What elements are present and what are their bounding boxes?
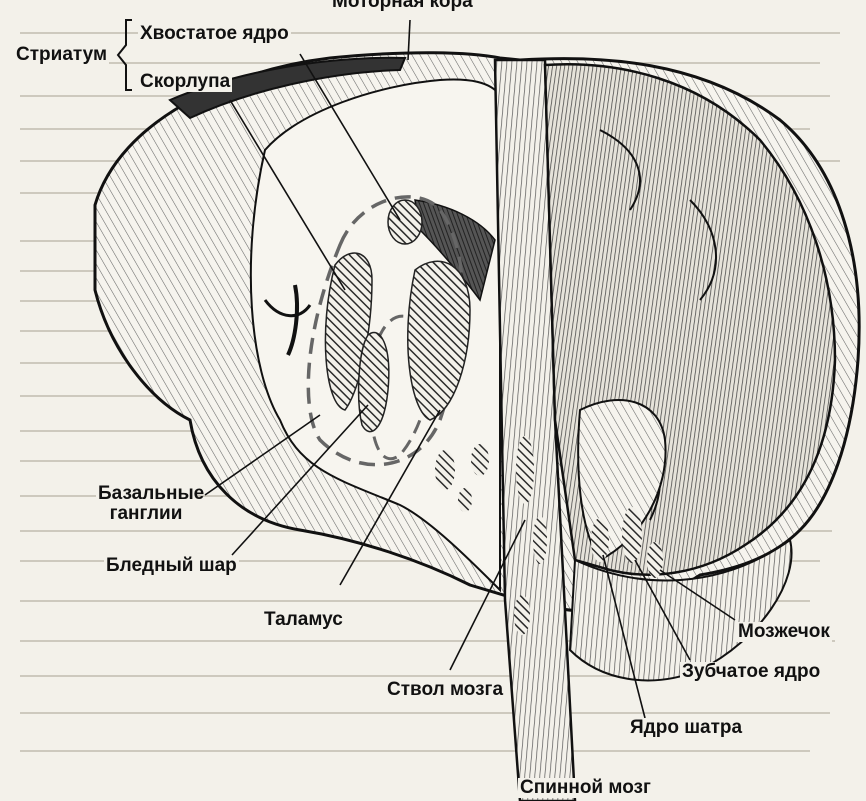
brainstem-nucleus	[514, 595, 530, 635]
label-brainstem: Ствол мозга	[385, 680, 505, 700]
brainstem-nucleus	[516, 436, 534, 504]
caudate-nucleus-shape	[388, 200, 422, 244]
small-nucleus	[435, 450, 455, 490]
label-caudate-nucleus: Хвостатое ядро	[138, 24, 291, 44]
label-cerebellum: Мозжечок	[736, 622, 832, 642]
label-globus-pallidus: Бледный шар	[104, 556, 239, 576]
brainstem-nucleus	[533, 516, 547, 564]
label-thalamus: Таламус	[262, 610, 345, 630]
cerebellar-nucleus	[647, 542, 663, 578]
label-spinal-cord: Спинной мозг	[518, 778, 653, 798]
fastigial-nucleus-shape	[591, 518, 609, 562]
label-putamen: Скорлупа	[138, 72, 232, 92]
dentate-nucleus-shape	[622, 507, 642, 563]
small-nucleus	[458, 488, 472, 512]
striatum-bracket	[118, 20, 132, 90]
label-fastigial-nucleus: Ядро шатра	[628, 718, 744, 738]
small-nucleus	[471, 444, 489, 476]
label-striatum: Стриатум	[14, 45, 109, 65]
label-basal-ganglia: Базальные ганглии	[96, 484, 196, 524]
label-dentate-nucleus: Зубчатое ядро	[680, 662, 822, 682]
label-motor-cortex: Моторная кора	[330, 0, 475, 12]
